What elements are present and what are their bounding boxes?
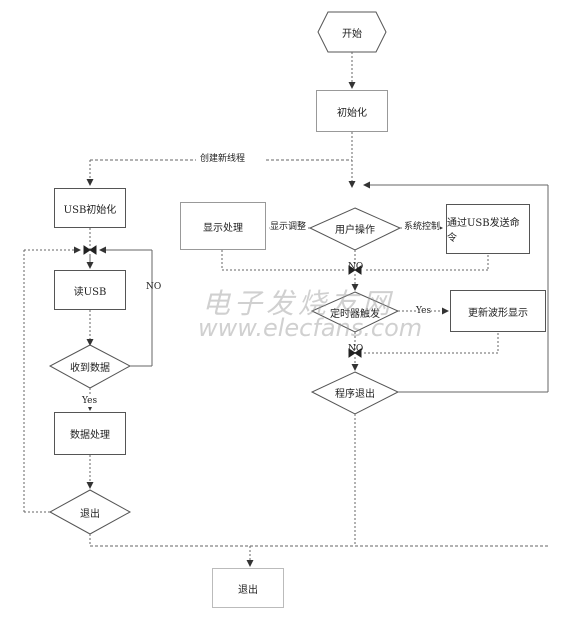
junction-right-2 [348, 348, 362, 358]
exit-loop-label: 退出 [80, 508, 100, 520]
program-exit-node: 程序退出 [314, 382, 396, 402]
exit-final-label: 退出 [238, 584, 258, 596]
update-waveform-label: 更新波形显示 [468, 307, 528, 319]
read-usb-box: 读USB [54, 270, 126, 310]
user-operation-label: 用户操作 [335, 224, 375, 236]
start-shape [317, 11, 387, 53]
no-right-2-label: NO [348, 344, 364, 354]
no-right-1-label: NO [348, 262, 364, 272]
timer-trigger-label: 定时器触发 [330, 308, 380, 320]
user-operation-node: 用户操作 [312, 218, 398, 238]
junction-right-1 [348, 265, 362, 275]
data-process-box: 数据处理 [54, 412, 126, 455]
display-process-label: 显示处理 [203, 222, 243, 234]
timer-trigger-node: 定时器触发 [314, 302, 396, 322]
no-left-label: NO [146, 282, 162, 292]
program-exit-label: 程序退出 [335, 388, 375, 400]
display-adjust-label: 显示调整 [270, 222, 307, 233]
received-data-label: 收到数据 [70, 362, 110, 374]
start-label: 开始 [342, 28, 362, 40]
send-usb-cmd-box: 通过USB发送命令 [446, 204, 530, 254]
yes-right-label: Yes [416, 306, 432, 317]
exit-final-box: 退出 [212, 568, 284, 608]
watermark: 电子发烧友网 www.elecfans.com [198, 282, 423, 342]
send-usb-cmd-label: 通过USB发送命令 [447, 218, 520, 244]
create-thread-label: 创建新线程 [200, 154, 246, 165]
display-process-box: 显示处理 [180, 202, 266, 250]
exit-loop-node: 退出 [50, 502, 130, 522]
read-usb-label: 读USB [73, 286, 107, 298]
yes-left-label: Yes [82, 396, 98, 407]
update-waveform-box: 更新波形显示 [450, 290, 546, 332]
usb-init-label: USB初始化 [63, 204, 117, 216]
init-box: 初始化 [316, 90, 388, 132]
received-data-node: 收到数据 [50, 356, 130, 376]
usb-init-box: USB初始化 [54, 188, 126, 228]
start-node: 开始 [318, 12, 386, 52]
watermark-english: www.elecfans.com [198, 314, 423, 342]
junction-left [83, 245, 97, 255]
watermark-chinese: 电子发烧友网 [201, 287, 394, 320]
system-control-label: 系统控制 [404, 222, 441, 233]
init-label: 初始化 [337, 107, 367, 119]
data-process-label: 数据处理 [70, 430, 110, 441]
